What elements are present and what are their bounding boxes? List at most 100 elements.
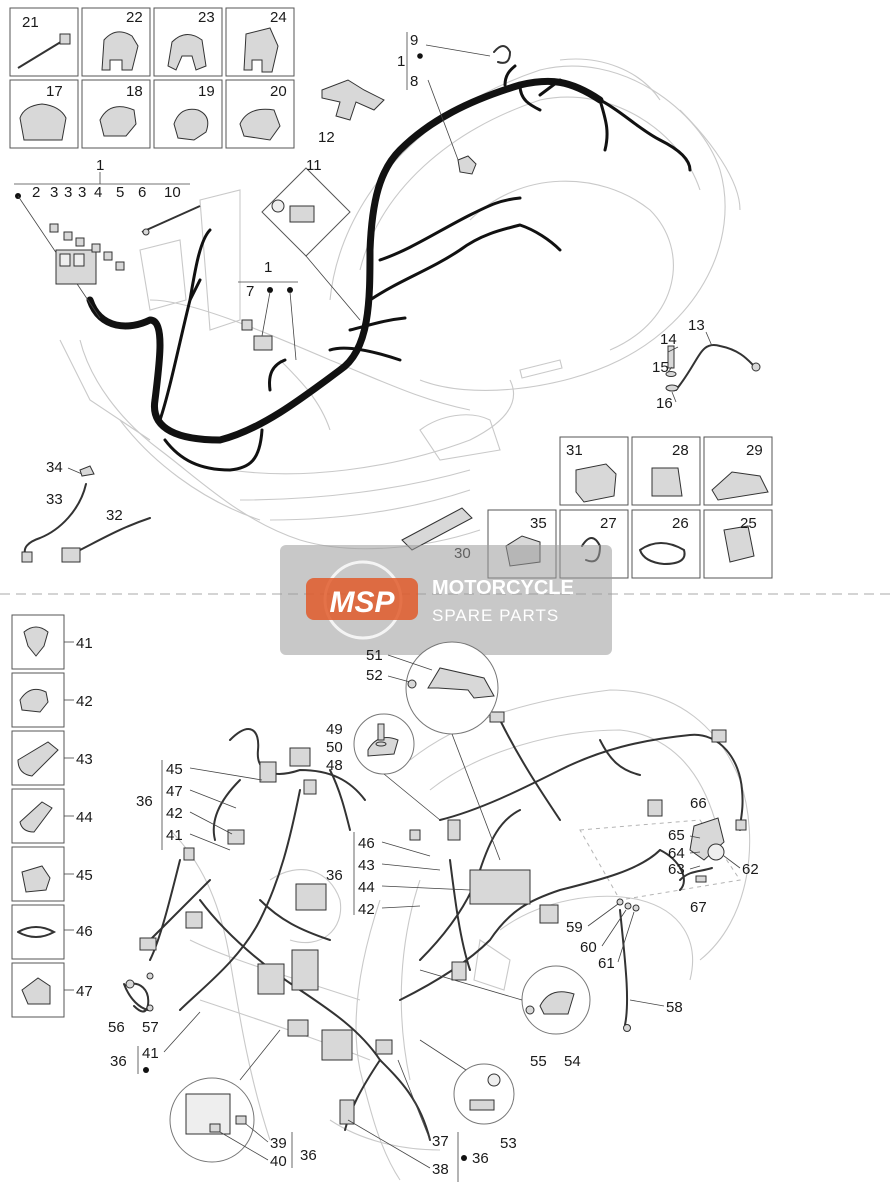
callout-63: 63 (668, 861, 685, 878)
ring-terminal (125, 979, 135, 989)
callout-13: 13 (688, 317, 705, 334)
leader-51 (387, 654, 433, 671)
callout-36-b: 36 (326, 867, 343, 884)
nut-part-61 (632, 904, 640, 912)
fuse-part-5 (103, 251, 113, 261)
callout-22: 22 (126, 9, 143, 26)
nut-part-52 (407, 679, 417, 689)
callout-65: 65 (668, 827, 685, 844)
callout-23: 23 (198, 9, 215, 26)
callout-45-box: 45 (76, 867, 93, 884)
callout-41-a: 41 (166, 827, 183, 844)
callout-49: 49 (326, 721, 343, 738)
leader-39 (245, 1123, 269, 1143)
callout-4: 4 (94, 184, 102, 201)
callout-2: 2 (32, 184, 40, 201)
leader-zoom-53 (419, 1039, 467, 1071)
callout-8: 8 (410, 73, 418, 90)
msp-logo-badge (306, 578, 418, 620)
callout-34: 34 (46, 459, 63, 476)
callout-41: 41 (76, 635, 93, 652)
fastener-part-8 (457, 155, 477, 175)
leader-group7 (289, 291, 297, 361)
clamp-part-54 (539, 991, 575, 1015)
callout-58: 58 (666, 999, 683, 1016)
leader-44a (381, 885, 471, 891)
leader-zoom-48 (383, 773, 441, 821)
small-parts-column-left (11, 614, 65, 1018)
callout-37: 37 (432, 1133, 449, 1150)
callout-28: 28 (672, 442, 689, 459)
callout-12: 12 (318, 129, 335, 146)
leader-38 (347, 1119, 431, 1169)
leader-40 (219, 1131, 269, 1161)
callout-35: 35 (530, 515, 547, 532)
callout-47: 47 (166, 783, 183, 800)
callout-57: 57 (142, 1019, 159, 1036)
clamp-part-23 (167, 34, 207, 71)
callout-42: 42 (76, 693, 93, 710)
left-column-leaders (64, 641, 74, 991)
cable-tie-part (17, 39, 65, 69)
bullet-marker (417, 53, 423, 59)
leader-16 (671, 391, 677, 403)
callout-24: 24 (270, 9, 287, 26)
leader-14 (667, 346, 679, 353)
leader-9 (425, 44, 491, 57)
callout-44-a: 44 (358, 879, 375, 896)
watermark-line-2: SPARE PARTS (432, 606, 559, 625)
fuse-slot (59, 253, 71, 267)
callout-39: 39 (270, 1135, 287, 1152)
leader-43a (381, 863, 441, 871)
main-wiring-harness-bottom (125, 719, 744, 1141)
leader-zoom-54 (419, 969, 523, 1001)
screw-part-59 (616, 898, 624, 906)
leader-13 (705, 331, 713, 347)
callout-1-a: 1 (397, 53, 405, 70)
boot-part-43 (17, 741, 59, 777)
main-wiring-harness-top (86, 64, 692, 472)
clip-part-28 (651, 467, 683, 497)
callout-19: 19 (198, 83, 215, 100)
callout-46-box: 46 (76, 923, 93, 940)
callout-25: 25 (740, 515, 757, 532)
callout-10: 10 (164, 184, 181, 201)
screw-part-57 (146, 972, 154, 980)
callout-32: 32 (106, 507, 123, 524)
callout-36-a: 36 (136, 793, 153, 810)
fuse-part-7 (241, 319, 253, 331)
horn-wire (679, 867, 713, 881)
leader-41a (189, 833, 231, 851)
clip-part-45 (21, 865, 51, 893)
callout-45: 45 (166, 761, 183, 778)
callout-52: 52 (366, 667, 383, 684)
clip-part-22 (101, 31, 139, 71)
callout-47-box: 47 (76, 983, 93, 1000)
callout-56: 56 (108, 1019, 125, 1036)
scooter-frame-ghost-top (59, 58, 741, 550)
leader-8 (427, 79, 461, 166)
fuse-slot (73, 253, 85, 267)
ring-terminal (751, 362, 761, 372)
terminal-part-67 (695, 875, 707, 883)
leader-58 (629, 999, 665, 1007)
callout-7: 7 (246, 283, 254, 300)
fuse-part-6 (115, 261, 125, 271)
leader-11 (305, 255, 361, 321)
callout-62: 62 (742, 861, 759, 878)
bullet-marker (267, 287, 273, 293)
leader-42a (189, 811, 233, 835)
callout-64: 64 (668, 845, 685, 862)
callout-3-a: 3 (50, 184, 58, 201)
bracket-eye (487, 1073, 501, 1087)
ground-strap-part-13 (675, 343, 755, 391)
bullet-marker (287, 287, 293, 293)
callout-18: 18 (126, 83, 143, 100)
washer-part-50 (375, 741, 387, 747)
leader-65 (689, 835, 701, 839)
leader-15 (667, 366, 673, 373)
callout-9: 9 (410, 32, 418, 49)
clip-part-29 (711, 471, 769, 501)
leader-60 (601, 909, 627, 947)
